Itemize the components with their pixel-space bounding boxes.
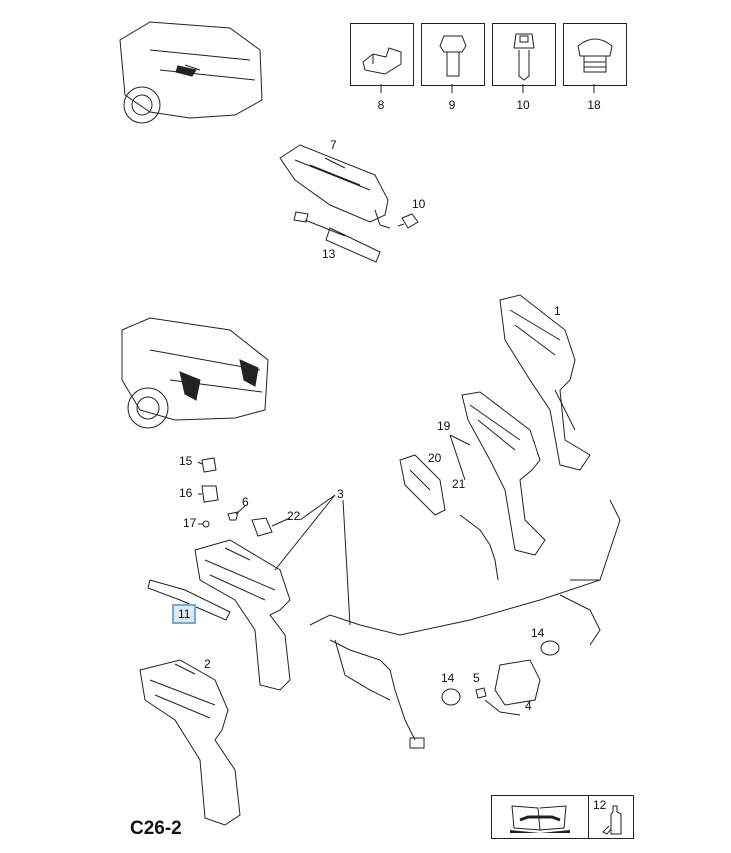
part-14-grommet-a: [540, 640, 560, 656]
part-10-bolt: [397, 213, 419, 229]
part-3-cable-harness: [309, 499, 621, 749]
callout-22[interactable]: 22: [287, 509, 301, 523]
part-16-clip: [201, 485, 219, 503]
callout-7[interactable]: 7: [330, 138, 337, 152]
part-15-nut: [201, 457, 217, 473]
car-rear-view-top: [119, 21, 263, 124]
socket-bolt-icon: [492, 23, 556, 86]
callout-13[interactable]: 13: [322, 247, 336, 261]
left-hinge-upper: [194, 539, 291, 691]
callout-6[interactable]: 6: [242, 495, 249, 509]
part-5-bolt: [475, 687, 487, 699]
part-number-10: 10: [516, 98, 530, 112]
part-14-grommet-b: [441, 688, 461, 706]
adhesive-number: 12: [593, 798, 607, 812]
callout-16[interactable]: 16: [179, 486, 193, 500]
callout-4[interactable]: 4: [525, 699, 532, 713]
part-7-hinge: [279, 144, 391, 229]
callout-21[interactable]: 21: [452, 477, 466, 491]
part-1-hinge: [499, 294, 591, 471]
callout-15[interactable]: 15: [179, 454, 193, 468]
part-22-bracket: [251, 517, 273, 537]
hex-bolt-icon: [421, 23, 485, 86]
part-17-washer: [202, 520, 210, 528]
part-number-9: 9: [448, 98, 456, 112]
part-11-gas-strut: [147, 579, 231, 621]
callout-11-highlighted[interactable]: 11: [172, 604, 197, 624]
callout-3[interactable]: 3: [337, 487, 344, 501]
repair-manual-icon: [492, 796, 589, 838]
legend-box: 12: [491, 795, 634, 839]
car-rear-view-middle: [121, 317, 269, 429]
callout-14a[interactable]: 14: [531, 626, 545, 640]
plug-icon: [563, 23, 627, 86]
callout-17[interactable]: 17: [183, 516, 197, 530]
callout-19[interactable]: 19: [437, 419, 451, 433]
adhesive-bottle-icon: [602, 805, 622, 835]
callout-20[interactable]: 20: [428, 451, 442, 465]
callout-1[interactable]: 1: [554, 304, 561, 318]
part-4-lock: [484, 659, 541, 716]
part-2-hinge: [139, 659, 241, 826]
part-number-8: 8: [377, 98, 385, 112]
part-13-gas-strut: [293, 211, 381, 263]
leader-lines: [197, 434, 471, 626]
part-number-18: 18: [587, 98, 601, 112]
diagram-code: C26-2: [130, 818, 182, 839]
callout-10[interactable]: 10: [412, 197, 426, 211]
part-20-bracket: [399, 454, 446, 516]
clip-icon: [350, 23, 414, 86]
callout-5[interactable]: 5: [473, 671, 480, 685]
callout-14b[interactable]: 14: [441, 671, 455, 685]
part-6-bolt: [227, 511, 239, 521]
part-21-cable: [459, 514, 499, 581]
part-19-hinge: [461, 391, 546, 556]
callout-2[interactable]: 2: [204, 657, 211, 671]
